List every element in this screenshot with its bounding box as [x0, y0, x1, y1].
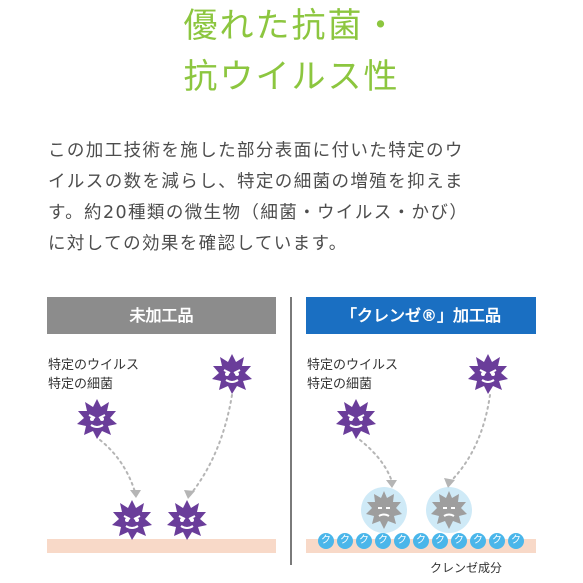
coating-layer: ク ク ク ク ク ク ク ク ク ク ク — [318, 533, 524, 549]
description-line: この加工技術を施した部分表面に付いた特定のウ — [48, 141, 464, 161]
coating-bead-icon: ク — [432, 533, 448, 549]
coating-bead-icon: ク — [508, 533, 524, 549]
panel-divider — [290, 297, 292, 565]
angry-germ-icon — [212, 354, 252, 394]
angry-germ-icon — [112, 500, 152, 540]
description-line: す。約20種類の微生物（細菌・ウイルス・かび） — [48, 203, 469, 223]
description: この加工技術を施した部分表面に付いた特定のウ イルスの数を減らし、特定の細菌の増… — [48, 136, 548, 260]
coating-bead-icon: ク — [375, 533, 391, 549]
untreated-label-virus: 特定のウイルス — [48, 358, 140, 373]
coating-bead-icon: ク — [356, 533, 372, 549]
description-line: に対しての効果を確認しています。 — [48, 234, 348, 254]
coating-bead-icon: ク — [413, 533, 429, 549]
description-line: イルスの数を減らし、特定の細菌の増殖を抑えま — [48, 172, 464, 192]
coating-label: クレンゼ成分 — [430, 561, 503, 575]
untreated-label-bacteria: 特定の細菌 — [48, 377, 114, 392]
treated-label-bacteria: 特定の細菌 — [307, 377, 373, 392]
angry-germ-icon — [468, 354, 508, 394]
angry-germ-icon — [167, 500, 207, 540]
angry-germ-icon — [77, 399, 117, 439]
coating-bead-icon: ク — [489, 533, 505, 549]
weakened-germ-icon — [426, 487, 472, 533]
untreated-surface — [47, 539, 276, 553]
coating-bead-icon: ク — [470, 533, 486, 549]
heading-line-1: 優れた抗菌・ — [183, 6, 400, 46]
treated-header: 「クレンゼ®」加工品 — [306, 297, 536, 334]
heading-line-2: 抗ウイルス性 — [183, 57, 400, 97]
treated-label-virus: 特定のウイルス — [307, 358, 399, 373]
angry-germ-icon — [336, 399, 376, 439]
coating-bead-icon: ク — [318, 533, 334, 549]
untreated-header: 未加工品 — [47, 297, 276, 334]
weakened-germ-icon — [361, 487, 407, 533]
coating-bead-icon: ク — [337, 533, 353, 549]
coating-bead-icon: ク — [394, 533, 410, 549]
coating-bead-icon: ク — [451, 533, 467, 549]
